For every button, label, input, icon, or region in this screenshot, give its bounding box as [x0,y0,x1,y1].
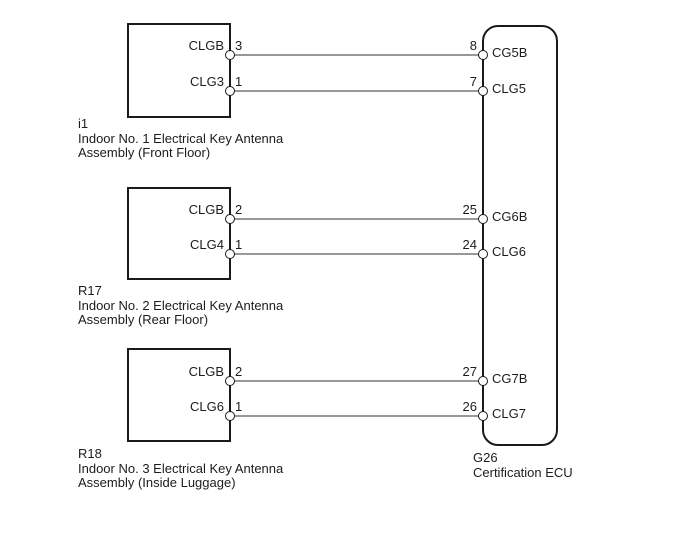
wire-name-label: CLG3 [190,74,224,89]
terminal-node-icon [477,213,488,224]
terminal-node-icon [224,213,235,224]
terminal-node-icon [224,410,235,421]
pin-number-label: 1 [235,74,243,89]
pin-number-label: 1 [235,399,243,414]
component-id: R18 [78,446,102,461]
wire [231,253,482,255]
terminal-node-icon [224,49,235,60]
pin-number-label: 1 [235,237,243,252]
component-box-r18 [127,348,231,442]
wire [231,54,482,56]
wire-name-label: CLGB [188,202,224,217]
ecu-pin-number-label: 8 [469,38,477,53]
component-desc-line: Indoor No. 2 Electrical Key Antenna [78,297,284,313]
ecu-pin-number-label: 27 [462,364,477,379]
terminal-node-icon [477,375,488,386]
component-desc-line: Assembly (Rear Floor) [78,312,209,327]
component-id: i1 [78,116,89,131]
wire-name-label: CLG4 [190,237,224,252]
component-desc-line: Indoor No. 3 Electrical Key Antenna [78,460,284,476]
ecu-connector-outline [482,25,558,446]
ecu-terminal-label: CG6B [492,209,528,224]
component-caption-i1: i1 Indoor No. 1 Electrical Key Antenna A… [78,116,284,161]
component-box-r17 [127,187,231,280]
terminal-node-icon [477,410,488,421]
ecu-terminal-label: CLG5 [492,81,526,96]
wire [231,415,482,417]
terminal-node-icon [477,85,488,96]
wire [231,90,482,92]
component-desc-line: Indoor No. 1 Electrical Key Antenna [78,130,284,146]
ecu-terminal-label: CG5B [492,45,528,60]
terminal-node-icon [477,49,488,60]
ecu-terminal-label: CLG6 [492,244,526,259]
wire-name-label: CLGB [188,364,224,379]
ecu-name: Certification ECU [473,465,573,480]
component-box-i1 [127,23,231,118]
terminal-node-icon [224,85,235,96]
wire [231,380,482,382]
ecu-id: G26 [473,450,498,465]
ecu-pin-number-label: 24 [462,237,477,252]
component-id: R17 [78,283,102,298]
component-caption-r17: R17 Indoor No. 2 Electrical Key Antenna … [78,283,284,328]
component-caption-r18: R18 Indoor No. 3 Electrical Key Antenna … [78,446,284,491]
ecu-terminal-label: CLG7 [492,406,526,421]
ecu-caption: G26 Certification ECU [473,450,573,480]
ecu-pin-number-label: 7 [469,74,477,89]
terminal-node-icon [477,248,488,259]
terminal-node-icon [224,375,235,386]
wire [231,218,482,220]
wire-name-label: CLGB [188,38,224,53]
ecu-terminal-label: CG7B [492,371,528,386]
component-desc-line: Assembly (Front Floor) [78,145,211,160]
pin-number-label: 2 [235,364,243,379]
ecu-pin-number-label: 26 [462,399,477,414]
terminal-node-icon [224,248,235,259]
pin-number-label: 2 [235,202,243,217]
wire-name-label: CLG6 [190,399,224,414]
component-desc-line: Assembly (Inside Luggage) [78,475,236,490]
ecu-pin-number-label: 25 [462,202,477,217]
pin-number-label: 3 [235,38,243,53]
